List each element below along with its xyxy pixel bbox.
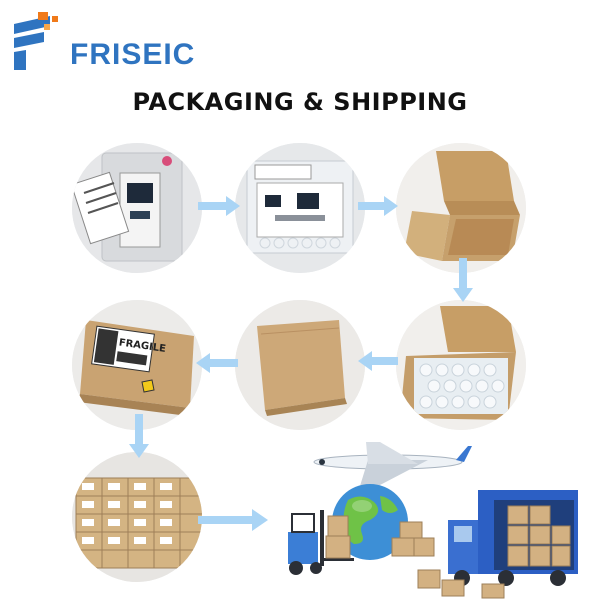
truck-icon (448, 490, 578, 586)
step-box-with-label: FRAGILE (72, 300, 202, 430)
airplane-icon (313, 442, 472, 486)
brand-mark-icon (14, 12, 58, 70)
step-closed-box (235, 300, 365, 430)
step-open-empty-box (396, 143, 526, 273)
step-stacked-boxes (72, 452, 202, 582)
logistics-illustration (268, 440, 598, 600)
step-box-with-bubble-padding (396, 300, 526, 430)
arrow-right-icon (358, 196, 398, 216)
forklift-icon (288, 510, 354, 575)
step-board-in-esd-bag (72, 143, 202, 273)
arrow-left-icon (196, 353, 238, 373)
brand-name: FRISEIC (70, 38, 196, 71)
brand-logo: FRISEIC (8, 10, 218, 71)
arrow-down-icon (453, 258, 473, 302)
arrow-right-icon (198, 509, 268, 531)
arrow-down-icon (129, 414, 149, 458)
step-board-in-bubble-wrap (235, 143, 365, 273)
globe-icon (332, 484, 408, 560)
page-title: PACKAGING & SHIPPING (132, 88, 468, 116)
arrow-left-icon (358, 351, 398, 371)
arrow-right-icon (198, 196, 240, 216)
